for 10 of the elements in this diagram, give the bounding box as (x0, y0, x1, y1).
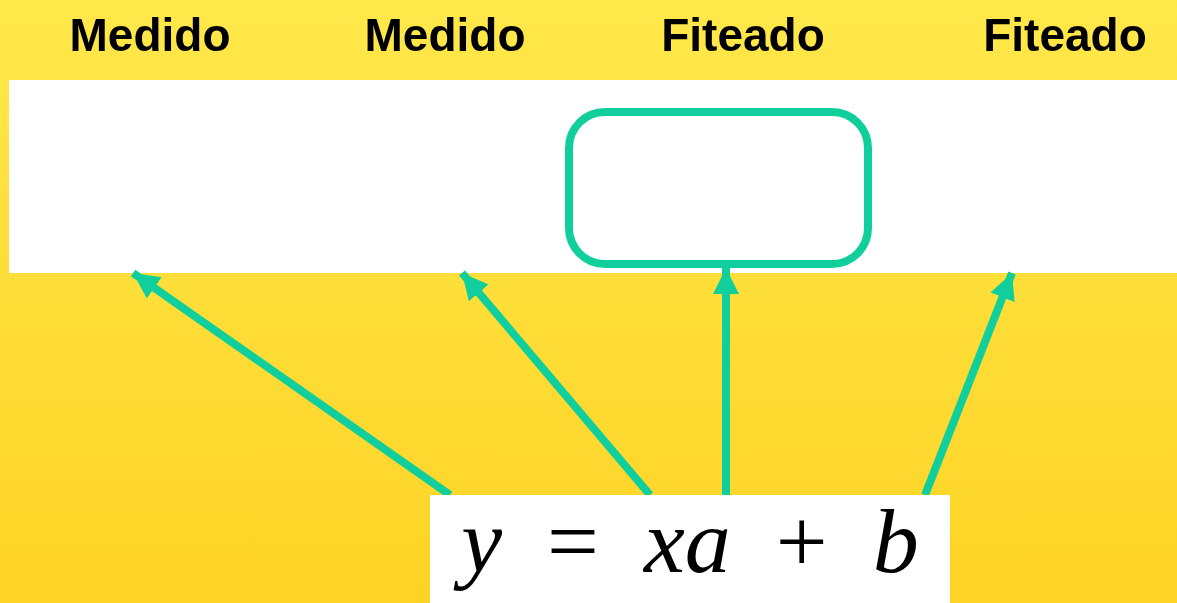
formula-box: y = xa + b (430, 495, 950, 603)
arrow (458, 270, 654, 498)
highlight-band (9, 80, 1177, 273)
arrow (921, 271, 1016, 497)
rounded-box (565, 108, 872, 268)
column-heading: Fiteado (661, 8, 825, 62)
arrow (713, 268, 739, 495)
column-heading: Medido (69, 8, 231, 62)
column-heading: Medido (364, 8, 526, 62)
column-heading: Fiteado (983, 8, 1147, 62)
